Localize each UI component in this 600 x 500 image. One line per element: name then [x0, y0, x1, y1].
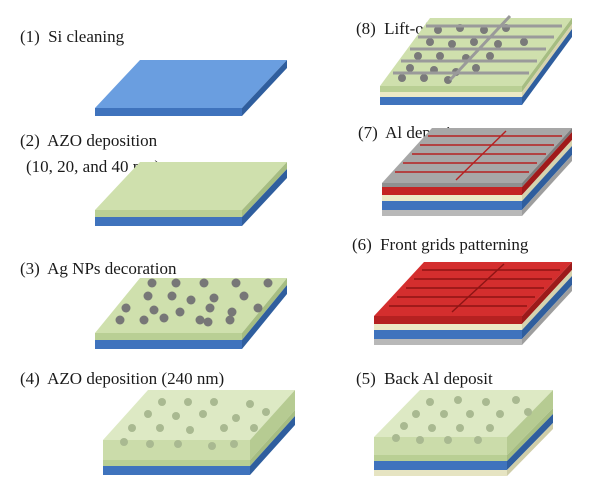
azo-side-face: [242, 162, 287, 217]
step-5-label: (5) Back Al deposit: [356, 369, 493, 388]
step-6: (6) Front grids patterning: [352, 235, 572, 345]
azo-side-face: [522, 140, 572, 201]
ag-np-stack: [95, 278, 287, 349]
step-1-number: (1): [20, 27, 40, 46]
si-wafer-stack: [95, 60, 287, 116]
step-2-label: (2) AZO deposition: [20, 131, 158, 150]
step-6-label: (6) Front grids patterning: [352, 235, 529, 254]
si-side-face: [507, 414, 553, 470]
step-4: (4) AZO deposition (240 nm): [20, 369, 295, 475]
back-al-side-face: [522, 285, 572, 345]
back-al-front-face: [374, 470, 507, 476]
si-front-face: [95, 108, 242, 116]
step-7: (7) Al deposit: [358, 123, 572, 216]
back-al-stack: [374, 390, 553, 476]
al-grid-lines: [395, 130, 562, 181]
step-4-label: (4) AZO deposition (240 nm): [20, 369, 224, 388]
step-3: (3) Ag NPs decoration: [20, 259, 287, 349]
thick-azo-front-face: [374, 437, 507, 455]
ag-nanoparticles: [115, 278, 273, 327]
azo-side-face: [522, 270, 572, 330]
azo-on-si-stack: [95, 162, 287, 226]
step-5-number: (5): [356, 369, 376, 388]
si-front-face: [374, 330, 522, 339]
step-2-detail: (10, 20, and 40 nm): [26, 157, 160, 176]
back-al-side-face: [507, 423, 553, 476]
al-front-face: [382, 183, 522, 187]
photoresist-side-face: [522, 132, 572, 195]
si-side-face: [242, 285, 287, 349]
azo-side-face: [522, 18, 572, 92]
back-al-front-face: [374, 339, 522, 345]
si-front-face: [380, 97, 522, 105]
back-al-front-face: [382, 210, 522, 216]
azo-front-face: [95, 210, 242, 217]
thick-azo-top-face: [374, 390, 553, 437]
al-grid-fingers: [393, 14, 562, 82]
step-2: (2) AZO deposition (10, 20, and 40 nm): [20, 131, 287, 226]
al-side-face: [522, 128, 572, 187]
azo-side-face: [250, 410, 295, 466]
photoresist-front-face: [382, 187, 522, 195]
si-side-face: [522, 29, 572, 105]
si-front-face: [95, 217, 242, 226]
step-4-title: AZO deposition (240 nm): [47, 369, 224, 388]
step-6-title: Front grids patterning: [380, 235, 529, 254]
step-1-label: (1) Si cleaning: [20, 27, 125, 46]
si-side-face: [250, 416, 295, 475]
si-side-face: [242, 60, 287, 116]
si-front-face: [103, 466, 250, 475]
si-front-face: [374, 461, 507, 470]
step-5-title: Back Al deposit: [384, 369, 493, 388]
al-deposit-stack: [382, 128, 572, 216]
step-8: (8) Lift-off: [356, 14, 572, 105]
azo-layer-front-face: [380, 92, 522, 97]
step-6-number: (6): [352, 235, 372, 254]
step-5: (5) Back Al deposit: [356, 369, 553, 476]
step-3-label: (3) Ag NPs decoration: [20, 259, 177, 278]
front-grid-stack: [374, 262, 572, 345]
thick-azo-side-face: [250, 390, 295, 460]
photoresist-top-face: [374, 262, 572, 316]
azo-top-face: [95, 162, 287, 210]
back-al-side-face: [522, 155, 572, 216]
azo-side-face: [242, 278, 287, 340]
si-top-face: [95, 60, 287, 108]
thick-azo-side-face: [507, 390, 553, 455]
step-4-number: (4): [20, 369, 40, 388]
step-8-number: (8): [356, 19, 376, 38]
photoresist-front-face: [374, 316, 522, 324]
azo-layer-side-face: [522, 24, 572, 97]
step-1: (1) Si cleaning: [20, 27, 287, 116]
azo-front-face: [374, 455, 507, 461]
step-3-number: (3): [20, 259, 40, 278]
azo-front-face: [95, 333, 242, 340]
si-side-face: [522, 276, 572, 339]
si-side-face: [242, 169, 287, 226]
si-front-face: [382, 201, 522, 210]
step-3-title: Ag NPs decoration: [47, 259, 177, 278]
grid-fingers: [389, 263, 560, 313]
azo-front-face: [374, 324, 522, 330]
embedded-ag-nanoparticles: [120, 398, 270, 450]
si-front-face: [95, 340, 242, 349]
embedded-ag-nanoparticles: [392, 396, 532, 444]
thick-azo-stack: [103, 390, 295, 475]
step-7-number: (7): [358, 123, 378, 142]
azo-front-face: [380, 86, 522, 92]
step-1-title: Si cleaning: [48, 27, 125, 46]
photoresist-side-face: [522, 262, 572, 324]
azo-front-face: [103, 460, 250, 466]
step-2-number: (2): [20, 131, 40, 150]
azo-side-face: [507, 408, 553, 461]
lift-off-stack: [380, 14, 572, 105]
si-side-face: [522, 146, 572, 210]
azo-front-face: [382, 195, 522, 201]
step-2-title: AZO deposition: [47, 131, 158, 150]
al-top-face: [382, 128, 572, 183]
